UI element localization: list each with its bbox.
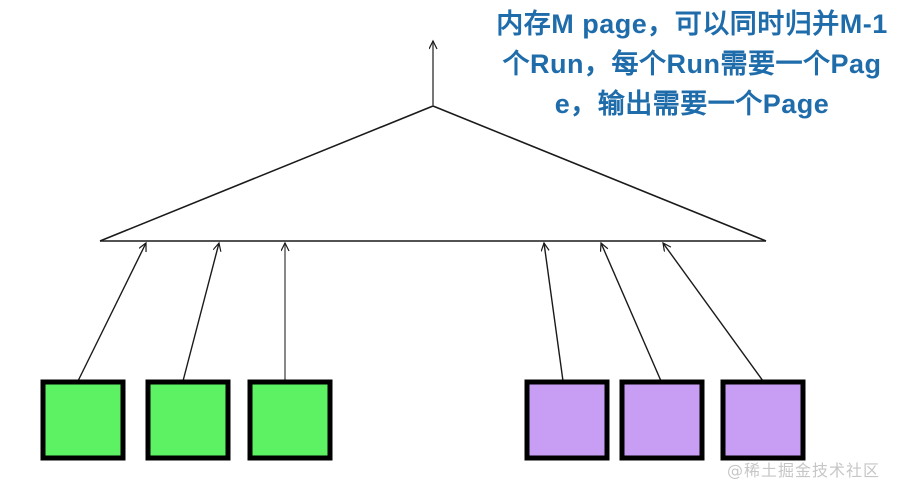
merge-funnel-shape (99, 105, 767, 242)
input-arrow-run-4 (544, 243, 564, 382)
input-arrow-run-2 (182, 243, 219, 382)
run-page-box-2[interactable] (145, 379, 231, 461)
run-page-box-5[interactable] (619, 379, 705, 461)
input-arrow-run-6 (663, 243, 764, 382)
run-page-box-6[interactable] (720, 379, 806, 461)
input-arrows-purple (544, 243, 764, 382)
input-arrow-run-5 (601, 243, 662, 382)
run-page-box-4[interactable] (524, 379, 610, 461)
annotation-text: 内存M page，可以同时归并M-1个Run，每个Run需要一个Page，输出需… (496, 9, 888, 119)
input-arrow-run-1 (77, 243, 146, 382)
run-page-box-3[interactable] (247, 379, 333, 461)
funnel-left-edge (99, 105, 434, 242)
run-pages (40, 379, 806, 461)
input-arrows-green (77, 243, 285, 382)
funnel-right-edge (432, 105, 767, 242)
run-page-box-1[interactable] (40, 379, 126, 461)
